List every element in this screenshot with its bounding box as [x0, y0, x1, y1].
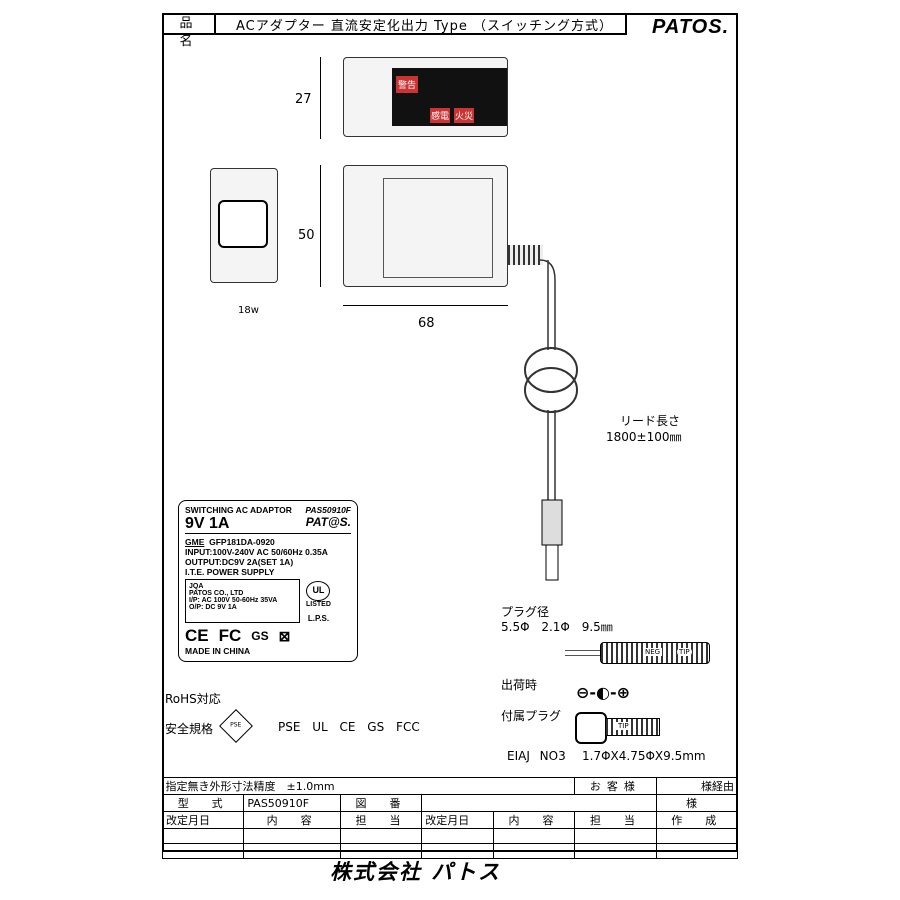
product-name: ACアダプター 直流安定化出力 Type （スイッチング方式）: [236, 18, 613, 34]
label-op: O/P: DC 9V 1A: [189, 604, 237, 611]
shipping-label: 出荷時: [501, 678, 538, 692]
company-name: 株式会社 パトス: [330, 860, 501, 884]
adapter-top-view: [343, 165, 508, 287]
dimension-line: [343, 305, 508, 306]
content-header: 内 容: [243, 811, 341, 829]
label-ip: I/P: AC 100V 50-60Hz 35VA: [189, 597, 278, 604]
model-value: PAS50910F: [243, 794, 341, 812]
attached-tip-marking: TIP: [616, 722, 631, 730]
warning-title: 警告: [396, 76, 419, 93]
rev-date-header-2: 改定月日: [421, 811, 494, 829]
label-input: INPUT:100V-240V AC 50/60Hz 0.35A: [185, 547, 328, 557]
ce-mark-icon: CE: [185, 626, 209, 645]
label-brand: PAT@S.: [305, 515, 351, 529]
sama-label: 様: [655, 794, 739, 812]
plug-diameter: 5.5Φ 2.1Φ 9.5㎜: [501, 620, 613, 634]
depth-dimension: 50: [298, 228, 315, 243]
dimension-line: [320, 165, 321, 287]
eiaj-label: EIAJ NO3: [507, 749, 566, 763]
plug-diameter-label: プラグ径: [501, 605, 550, 619]
customer-label: お客様: [574, 777, 657, 795]
via-label: 様経由: [655, 777, 739, 795]
label-output-big: 9V 1A: [185, 515, 230, 532]
tolerance-note: 指定無き外形寸法精度 ±1.0mm: [162, 777, 576, 795]
model-label: 型 式: [161, 794, 245, 812]
label-company: PATOS CO., LTD: [189, 590, 244, 597]
warning-shock: 感電: [430, 108, 451, 123]
made-in: MADE IN CHINA: [185, 646, 251, 656]
drawing-no-value: [421, 794, 657, 812]
eiaj-size: 1.7ΦX4.75ΦX9.5mm: [582, 749, 706, 763]
standards-label: 安全規格: [165, 722, 214, 736]
person-header: 担 当: [339, 811, 423, 829]
attached-plug-label: 付属プラグ: [501, 709, 562, 723]
dc-plug-drawing: NEG TIP: [600, 642, 710, 664]
table-row: [161, 843, 739, 859]
label-title: SWITCHING AC ADAPTOR: [185, 505, 292, 515]
cable-end: [565, 650, 605, 656]
pse-box: JQA PATOS CO., LTD I/P: AC 100V 50-60Hz …: [185, 579, 300, 623]
person-header-2: 担 当: [574, 811, 657, 829]
lead-length-label: リード長さ: [620, 414, 681, 428]
ul-listed: LISTED: [306, 601, 331, 608]
rating-label-small: [383, 178, 493, 278]
title-block: 品 名 ACアダプター 直流安定化出力 Type （スイッチング方式）: [162, 13, 627, 49]
rohs-label: RoHS対応: [165, 692, 221, 706]
label-output: OUTPUT:DC9V 2A(SET 1A): [185, 557, 294, 567]
label-type: I.T.E. POWER SUPPLY: [185, 567, 275, 577]
product-name-label: 品 名: [164, 15, 216, 49]
fcc-mark-icon: FC: [218, 626, 242, 645]
tip-marking: TIP: [677, 648, 692, 656]
dimension-line: [320, 57, 321, 139]
cable-strain-relief: [508, 245, 543, 265]
lps-mark: L.P.S.: [307, 614, 330, 623]
jqa-mark: JQA: [189, 583, 204, 590]
standards-list: PSE UL CE GS FCC: [278, 720, 420, 734]
weee-bin-icon: ⊠: [278, 627, 291, 644]
height-dimension: 27: [295, 92, 312, 107]
rating-label: SWITCHING AC ADAPTOR PAS50910F 9V 1A PAT@S…: [178, 500, 358, 662]
cable-drawing: [524, 259, 578, 581]
maker-logo: GME: [185, 537, 205, 547]
drawing-no-label: 図 番: [339, 794, 423, 812]
attached-plug-body: [575, 712, 607, 744]
warning-label: 警告 感電 火災: [392, 68, 507, 126]
polarity-icon: ⊖-◐-⊕: [576, 683, 631, 702]
ac-inlet-icon: [218, 200, 268, 248]
pse-mark-text: PSE: [230, 722, 242, 729]
created-header: 作 成: [655, 811, 739, 829]
plug-side-label: 18w: [238, 305, 259, 316]
brand-logo: PATOS.: [652, 16, 730, 38]
neg-marking: NEG: [643, 648, 663, 656]
ul-mark-icon: UL: [306, 581, 331, 601]
label-model: PAS50910F: [305, 505, 351, 515]
content-header-2: 内 容: [492, 811, 576, 829]
gs-mark-icon: GS: [251, 629, 269, 643]
width-dimension: 68: [418, 316, 435, 331]
part-number: GFP181DA-0920: [209, 537, 275, 547]
lead-length: 1800±100㎜: [606, 430, 682, 444]
rev-date-header: 改定月日: [161, 811, 245, 829]
warning-fire: 火災: [454, 108, 475, 123]
table-row: [161, 828, 739, 844]
attached-plug-drawing: TIP: [605, 718, 660, 736]
